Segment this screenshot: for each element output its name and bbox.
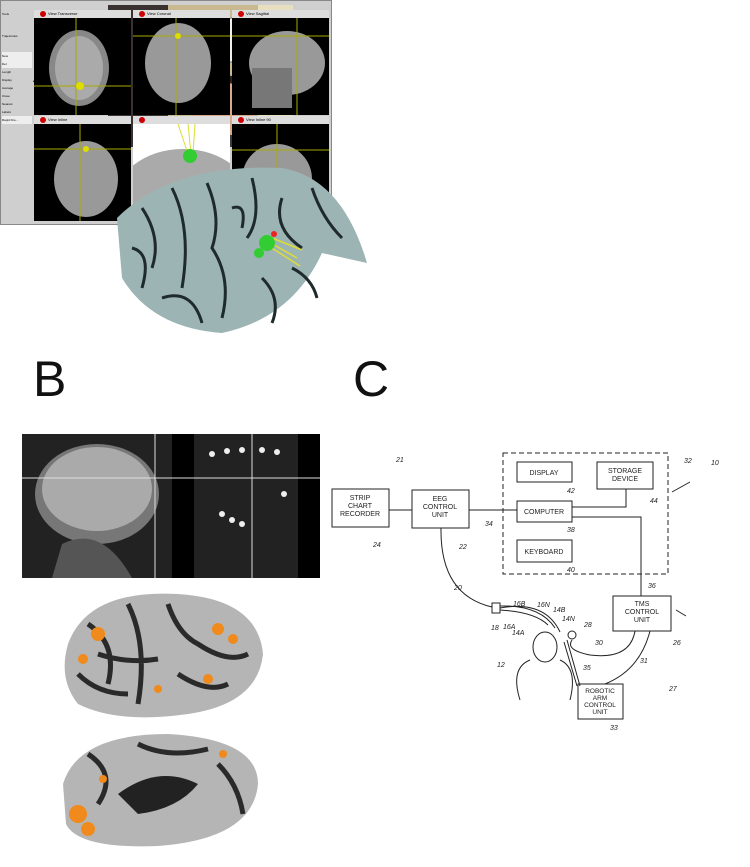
svg-text:31: 31 xyxy=(640,658,648,665)
view-select[interactable]: Coronal xyxy=(156,11,171,16)
svg-text:26: 26 xyxy=(672,640,681,647)
delete-button[interactable]: Del xyxy=(2,60,32,68)
svg-text:18: 18 xyxy=(491,625,499,632)
svg-text:20: 20 xyxy=(453,585,462,592)
svg-text:34: 34 xyxy=(485,521,493,528)
storage-device-box xyxy=(596,461,654,490)
strip-chart-recorder-box xyxy=(331,488,390,528)
svg-text:27: 27 xyxy=(668,686,678,693)
keyboard-box xyxy=(516,539,573,563)
tools-panel: Tools Trajectories New Del Length Displa… xyxy=(2,10,32,124)
average-radio[interactable]: Average xyxy=(2,86,14,90)
computer-label: COMPUTER xyxy=(524,509,564,516)
keyboard-label: KEYBOARD xyxy=(525,549,564,556)
svg-text:42: 42 xyxy=(567,488,575,495)
svg-text:40: 40 xyxy=(567,567,575,574)
svg-text:14A: 14A xyxy=(512,630,525,637)
computer-box xyxy=(516,500,573,523)
nearest-radio[interactable]: Nearest xyxy=(2,102,13,106)
svg-text:16A: 16A xyxy=(503,624,516,631)
view-label: View xyxy=(147,11,156,16)
tms-control-unit-box xyxy=(612,595,672,632)
svg-text:16B: 16B xyxy=(513,601,526,608)
view-label: View xyxy=(48,117,57,122)
svg-text:22: 22 xyxy=(458,544,467,551)
labels-checkbox[interactable]: Labels xyxy=(2,110,11,114)
svg-text:30: 30 xyxy=(595,640,603,647)
display-box xyxy=(516,461,573,483)
reference-numerals: 10 12 14A 14B 14N 16A 16B 16N 18 20 21 2… xyxy=(372,457,719,732)
view-select[interactable]: Inline xyxy=(57,117,68,122)
svg-text:28: 28 xyxy=(583,622,592,629)
new-button[interactable]: New xyxy=(2,52,32,60)
svg-text:32: 32 xyxy=(684,458,692,465)
view-select[interactable]: Sagittal xyxy=(255,11,270,16)
svg-text:38: 38 xyxy=(567,527,575,534)
junction-box xyxy=(491,602,501,614)
svg-text:14N: 14N xyxy=(562,616,576,623)
svg-text:10: 10 xyxy=(711,460,719,467)
tools-heading: Tools xyxy=(2,12,10,16)
svg-text:12: 12 xyxy=(497,662,505,669)
inflated-cortex-activation-maps xyxy=(63,593,264,847)
svg-text:21: 21 xyxy=(395,457,404,464)
display-label: Display xyxy=(2,78,12,82)
svg-text:36: 36 xyxy=(648,583,656,590)
panel-label-c: C xyxy=(353,351,390,407)
rapid-fire-button[interactable]: Rapid Fire... xyxy=(2,116,32,124)
svg-text:24: 24 xyxy=(372,542,381,549)
view-pane-sagittal[interactable]: View Sagittal xyxy=(232,10,329,115)
svg-text:16N: 16N xyxy=(537,602,551,609)
trajectories-heading: Trajectories xyxy=(2,34,18,38)
svg-text:14B: 14B xyxy=(553,607,566,614)
view-label: View xyxy=(246,117,255,122)
view-label: View xyxy=(246,11,255,16)
svg-text:44: 44 xyxy=(650,498,658,505)
view-pane-transverse[interactable]: View Transverse xyxy=(34,10,131,115)
view-label: View xyxy=(48,11,57,16)
display-label: DISPLAY xyxy=(529,470,558,477)
mri-sagittal-coronal-scan xyxy=(22,434,320,578)
view-select[interactable]: Inline 90 xyxy=(255,117,271,122)
panel-label-b: B xyxy=(33,351,67,407)
computer-system-boundary xyxy=(502,452,669,575)
svg-text:35: 35 xyxy=(583,665,591,672)
cortical-surface-3d xyxy=(117,167,367,333)
view-pane-coronal[interactable]: View Coronal xyxy=(133,10,230,115)
robotic-arm-control-unit-box xyxy=(577,683,624,720)
view-select[interactable]: Transverse xyxy=(57,11,78,16)
view-pane-inline[interactable]: View Inline xyxy=(34,116,131,221)
svg-text:33: 33 xyxy=(610,725,618,732)
close-radio[interactable]: Close xyxy=(2,94,10,98)
length-label: Length xyxy=(2,70,12,74)
